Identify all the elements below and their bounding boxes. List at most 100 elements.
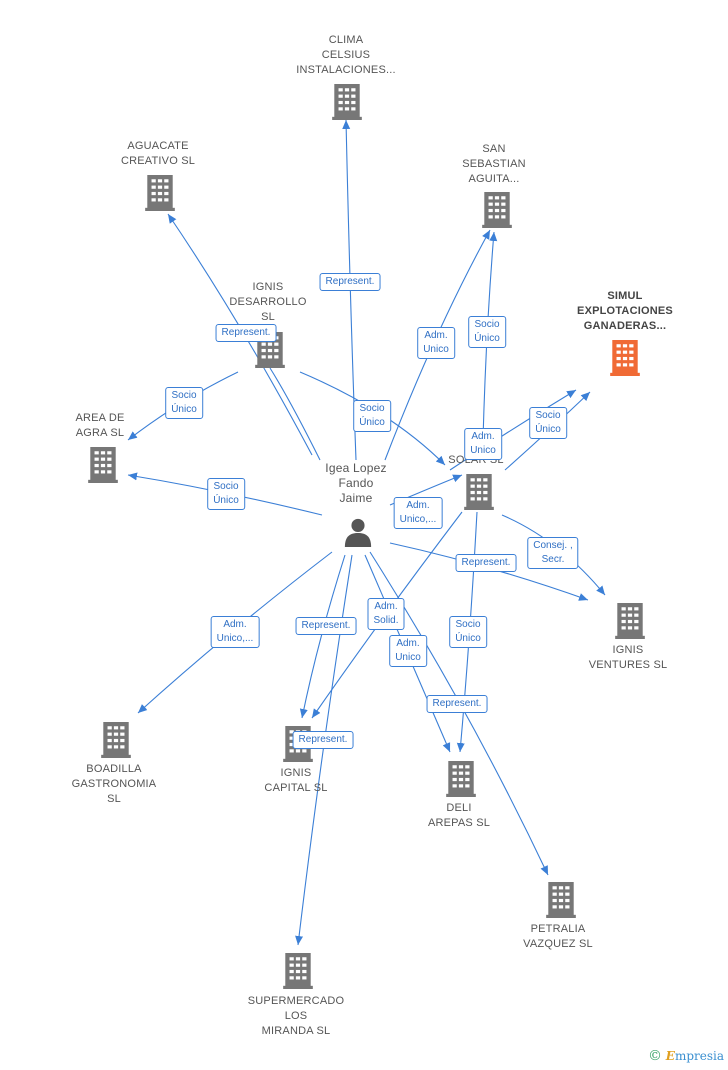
company-label-line: EXPLOTACIONES: [577, 305, 673, 317]
person-label-line: Jaime: [339, 491, 373, 505]
building-icon[interactable]: [332, 84, 362, 120]
building-icon[interactable]: [464, 474, 494, 510]
relation-label[interactable]: Adm.Unico,...: [393, 497, 443, 529]
company-label-line: IGNIS: [280, 767, 312, 779]
building-icon[interactable]: [610, 340, 640, 376]
company-label-boadilla[interactable]: BOADILLA GASTRONOMIA SL: [39, 762, 189, 807]
relation-label-line: Represent.: [461, 557, 511, 568]
relation-label-line: Socio: [535, 410, 561, 421]
relation-label-line: Único: [359, 417, 385, 428]
company-label-line: GASTRONOMIA: [71, 778, 157, 790]
relation-label-line: Adm.: [406, 500, 430, 511]
relation-label-line: Adm.: [471, 431, 495, 442]
relation-label-line: Único: [455, 633, 481, 644]
relation-label[interactable]: Adm. Unico: [464, 428, 502, 460]
building-icon[interactable]: [283, 953, 313, 989]
company-label-line: GANADERAS...: [583, 320, 667, 332]
relation-label[interactable]: Consej. ,Secr.: [527, 537, 579, 569]
company-label-line: VAZQUEZ SL: [523, 938, 593, 950]
building-icon[interactable]: [482, 192, 512, 228]
company-label-line: SEBASTIAN: [462, 158, 526, 170]
relation-label[interactable]: Adm.Unico: [389, 635, 427, 667]
company-label-line: AREPAS SL: [427, 817, 491, 829]
company-label-line: AGUACATE: [127, 140, 189, 152]
person-label-line: Fando: [338, 476, 374, 490]
company-label-petralia[interactable]: PETRALIA VAZQUEZ SL: [483, 922, 633, 952]
company-label-line: SL: [261, 311, 275, 323]
building-icon[interactable]: [145, 175, 175, 211]
relation-label-line: Unico: [470, 445, 496, 456]
relation-label-line: Único: [535, 424, 561, 435]
company-label-line: SL: [107, 793, 121, 805]
relation-label-line: Socio: [455, 619, 481, 630]
relation-label-line: Unico: [395, 652, 421, 663]
company-label-line: DELI: [446, 802, 472, 814]
company-label-line: AGUITA...: [468, 173, 520, 185]
relation-label-line: Único: [213, 495, 239, 506]
relation-label[interactable]: Adm.Unico,...: [210, 616, 260, 648]
company-label-area[interactable]: AREA DE AGRA SL: [25, 411, 175, 441]
relation-label[interactable]: Represent.: [455, 554, 517, 572]
relation-label[interactable]: Adm.Solid.: [367, 598, 405, 630]
brand-name: mpresia: [674, 1049, 724, 1063]
relation-label[interactable]: Represent.: [215, 324, 277, 342]
brand-initial: E: [665, 1049, 675, 1063]
company-label-line: PETRALIA: [530, 923, 586, 935]
copyright-icon: ©: [647, 1048, 662, 1064]
company-label-simul[interactable]: SIMUL EXPLOTACIONES GANADERAS...: [550, 289, 700, 334]
relation-label-line: Único: [474, 333, 500, 344]
relation-label[interactable]: Represent.: [426, 695, 488, 713]
company-label-line: INSTALACIONES...: [296, 64, 396, 76]
company-label-line: BOADILLA: [86, 763, 142, 775]
relation-label[interactable]: Represent.: [319, 273, 381, 291]
company-label-line: DESARROLLO: [229, 296, 307, 308]
relation-label-line: Represent.: [221, 327, 271, 338]
company-label-line: AREA DE: [75, 412, 125, 424]
relation-label-line: Adm.: [223, 619, 247, 630]
relation-label-line: Socio: [474, 319, 500, 330]
building-icon[interactable]: [615, 603, 645, 639]
relation-label-line: Solid.: [373, 615, 399, 626]
edge-solar-simul-1: [449, 389, 577, 471]
edge-via-ignisdes: [269, 367, 321, 461]
relation-label[interactable]: Adm. Unico: [417, 327, 455, 359]
company-label-line: IGNIS: [612, 644, 644, 656]
company-label-line: SIMUL: [607, 290, 643, 302]
company-label-line: CLIMA: [328, 34, 364, 46]
building-icon[interactable]: [101, 722, 131, 758]
company-label-line: CAPITAL SL: [264, 782, 328, 794]
building-icon[interactable]: [88, 447, 118, 483]
company-label-line: MIRANDA SL: [261, 1025, 331, 1037]
building-icon[interactable]: [446, 761, 476, 797]
company-label-line: CELSIUS: [321, 49, 371, 61]
relation-label[interactable]: Represent.: [292, 731, 354, 749]
company-label-clima[interactable]: CLIMA CELSIUS INSTALACIONES...: [271, 33, 421, 78]
relation-label-line: Consej. ,: [533, 540, 573, 551]
relation-label-line: Adm.: [424, 330, 448, 341]
company-label-line: SUPERMERCADO: [247, 995, 345, 1007]
company-label-line: AGRA SL: [75, 427, 125, 439]
building-icon[interactable]: [546, 882, 576, 918]
relation-label-line: Unico: [423, 344, 449, 355]
company-label-line: IGNIS: [252, 281, 284, 293]
relation-label-line: Socio: [359, 403, 385, 414]
company-label-ignisccap[interactable]: IGNIS CAPITAL SL: [221, 766, 371, 796]
company-label-deli[interactable]: DELI AREPAS SL: [384, 801, 534, 831]
company-label-ignisdes[interactable]: IGNIS DESARROLLO SL: [193, 280, 343, 325]
relation-label-line: Único: [171, 404, 197, 415]
relation-label-line: Socio: [171, 390, 197, 401]
relation-label[interactable]: Represent.: [295, 617, 357, 635]
person-icon[interactable]: [344, 518, 372, 547]
relation-label-line: Represent.: [298, 734, 348, 745]
